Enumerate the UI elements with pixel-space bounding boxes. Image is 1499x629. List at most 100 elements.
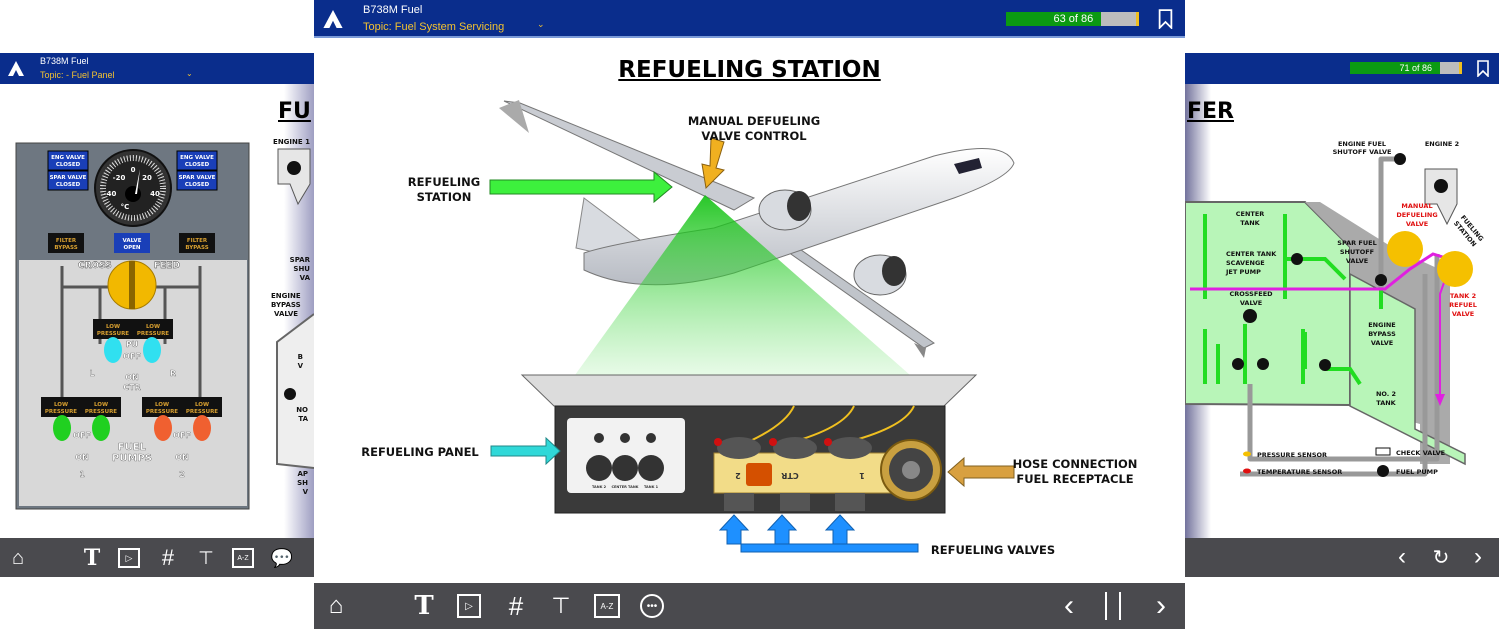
eng-valve-label: CLOSED bbox=[56, 162, 81, 168]
eng-valve-label: CLOSED bbox=[185, 162, 210, 168]
cockpit-icon[interactable]: ⊤ bbox=[551, 593, 571, 618]
low-pressure-label: LOW bbox=[94, 402, 108, 408]
valve-label: CTR bbox=[781, 471, 799, 480]
left-page: B738M Fuel Topic: - Fuel Panel ⌄ FU ENG … bbox=[0, 53, 314, 577]
next-icon[interactable]: › bbox=[1474, 543, 1482, 570]
tank2-refuel-label: TANK 2 bbox=[1450, 292, 1476, 300]
previous-icon[interactable]: ‹ bbox=[1064, 589, 1074, 622]
left-page-title: FU bbox=[278, 99, 311, 124]
center-tank-label: TANK bbox=[1240, 219, 1260, 227]
left-header: B738M Fuel Topic: - Fuel Panel ⌄ bbox=[0, 53, 314, 84]
eng-valve-label: ENG VALVE bbox=[180, 155, 214, 161]
right-header: 71 of 86 bbox=[1185, 53, 1499, 84]
spar-fuel-shutoff-label: VALVE bbox=[1346, 257, 1368, 265]
check-valve-icon bbox=[1375, 447, 1391, 456]
app-logo-icon bbox=[8, 61, 24, 76]
engine-2-label: ENGINE 2 bbox=[1425, 140, 1459, 148]
filter-bypass-label: FILTER bbox=[187, 238, 208, 244]
low-pressure-label: PRESSURE bbox=[97, 331, 129, 337]
course-title: B738M Fuel bbox=[363, 4, 423, 16]
manual-defueling-label: DEFUELING bbox=[1396, 211, 1437, 219]
glossary-icon[interactable]: A-Z bbox=[594, 594, 620, 618]
hose-connection-label: FUEL RECEPTACLE bbox=[1016, 472, 1133, 486]
green-arrow-icon bbox=[489, 170, 673, 204]
refueling-station-label: STATION bbox=[417, 190, 472, 204]
eng-valve-label: ENG VALVE bbox=[51, 155, 85, 161]
home-icon[interactable]: ⌂ bbox=[328, 592, 344, 619]
low-pressure-label: PRESSURE bbox=[85, 409, 117, 415]
manual-defueling-label: MANUAL DEFUELING bbox=[688, 114, 820, 128]
r-label: R bbox=[170, 369, 176, 378]
off-label: OFF bbox=[123, 352, 141, 361]
crossfeed-label: CROSS bbox=[78, 261, 112, 271]
glossary-icon[interactable]: A-Z bbox=[232, 548, 254, 568]
engine-bypass-label: BYPASS bbox=[1368, 330, 1396, 338]
chat-icon[interactable]: ••• bbox=[640, 594, 664, 618]
chevron-down-icon[interactable]: ⌄ bbox=[537, 19, 545, 29]
left-footer: ⌂ T ▷ # ⊤ A-Z 💬 bbox=[0, 538, 314, 577]
engine-bypass-label: VALVE bbox=[274, 310, 298, 318]
legend-temperature-sensor: TEMPERATURE SENSOR bbox=[1257, 468, 1342, 476]
spar-label: VA bbox=[300, 274, 311, 282]
off-label: OFF bbox=[173, 431, 191, 440]
engine-fuel-shutoff-label: SHUTOFF VALVE bbox=[1333, 148, 1392, 156]
crossfeed-valve-label: VALVE bbox=[1240, 299, 1262, 307]
spar-fuel-shutoff-label: SPAR FUEL bbox=[1337, 239, 1376, 247]
gauge-tick: -20 bbox=[113, 174, 126, 182]
cockpit-icon[interactable]: ⊤ bbox=[198, 547, 214, 568]
video-icon[interactable]: ▷ bbox=[457, 594, 481, 618]
fuel-pumps-label: FUEL bbox=[118, 442, 147, 453]
left-topic-dropdown[interactable]: Topic: - Fuel Panel bbox=[40, 70, 115, 80]
apu-label: V bbox=[303, 488, 309, 496]
right-page: 71 of 86 ENGINE FUEL SHUTOFF VALVE ENGIN… bbox=[1185, 53, 1499, 577]
previous-icon[interactable]: ‹ bbox=[1398, 543, 1406, 570]
spar-fuel-shutoff-label: SHUTOFF bbox=[1340, 248, 1374, 256]
no2-tank-label: TANK bbox=[1376, 399, 1396, 407]
hashtag-icon[interactable]: # bbox=[161, 545, 175, 570]
refueling-station-label: REFUELING bbox=[408, 175, 480, 189]
replay-icon[interactable]: ↻ bbox=[1432, 546, 1450, 569]
legend-check-valve: CHECK VALVE bbox=[1396, 449, 1445, 457]
low-pressure-label: LOW bbox=[155, 402, 169, 408]
home-icon[interactable]: ⌂ bbox=[11, 546, 25, 569]
chevron-down-icon[interactable]: ⌄ bbox=[186, 69, 193, 78]
fuel-pump-icon bbox=[1377, 465, 1389, 477]
text-icon[interactable]: T bbox=[414, 591, 434, 621]
low-pressure-label: PRESSURE bbox=[45, 409, 77, 415]
low-pressure-label: LOW bbox=[146, 324, 160, 330]
filter-bypass-label: BYPASS bbox=[54, 245, 77, 251]
filter-bypass-label: FILTER bbox=[56, 238, 77, 244]
pump-switches[interactable] bbox=[53, 337, 211, 441]
hashtag-icon[interactable]: # bbox=[508, 590, 524, 621]
bookmark-icon[interactable] bbox=[1158, 9, 1173, 29]
pause-icon[interactable] bbox=[1105, 592, 1121, 620]
engine-1-label: ENGINE 1 bbox=[273, 138, 310, 146]
topic-dropdown[interactable]: Topic: Fuel System Servicing bbox=[363, 21, 505, 33]
bookmark-icon[interactable] bbox=[1477, 60, 1489, 77]
legend: PRESSURE SENSOR TEMPERATURE SENSOR CHECK… bbox=[1243, 447, 1445, 477]
panel-tank-label: TANK 2 bbox=[592, 485, 607, 489]
tank-label: TA bbox=[298, 415, 308, 423]
progress-text: 63 of 86 bbox=[1006, 12, 1102, 26]
engine-fuel-shutoff-label: ENGINE FUEL bbox=[1338, 140, 1386, 148]
video-icon[interactable]: ▷ bbox=[118, 548, 140, 568]
crossfeed-label: FEED bbox=[154, 261, 180, 271]
tank2-refuel-label: REFUEL bbox=[1449, 301, 1477, 309]
text-icon[interactable]: T bbox=[83, 545, 101, 571]
refueling-station-box: TANK 2 CENTER TANK TANK 1 2 CTR 1 bbox=[520, 374, 978, 514]
on-label: ON bbox=[175, 453, 189, 462]
bypass-label: V bbox=[298, 362, 304, 370]
next-icon[interactable]: › bbox=[1156, 589, 1166, 622]
tank2-refuel-label: VALVE bbox=[1452, 310, 1474, 318]
gauge-unit: °C bbox=[121, 203, 130, 211]
ctr-label: CTR bbox=[123, 383, 141, 392]
center-footer: ⌂ T ▷ # ⊤ A-Z ••• ‹ › bbox=[314, 583, 1185, 629]
low-pressure-label: PRESSURE bbox=[146, 409, 178, 415]
manual-defueling-label: VALVE CONTROL bbox=[701, 129, 807, 143]
spar-valve-label: CLOSED bbox=[185, 182, 210, 188]
gauge-tick: 0 bbox=[131, 166, 136, 174]
refueling-valves-label: REFUELING VALVES bbox=[931, 543, 1055, 557]
chat-icon[interactable]: 💬 bbox=[270, 547, 294, 568]
blue-arrows-icon bbox=[718, 514, 919, 553]
gauge-tick: 40 bbox=[150, 190, 160, 198]
